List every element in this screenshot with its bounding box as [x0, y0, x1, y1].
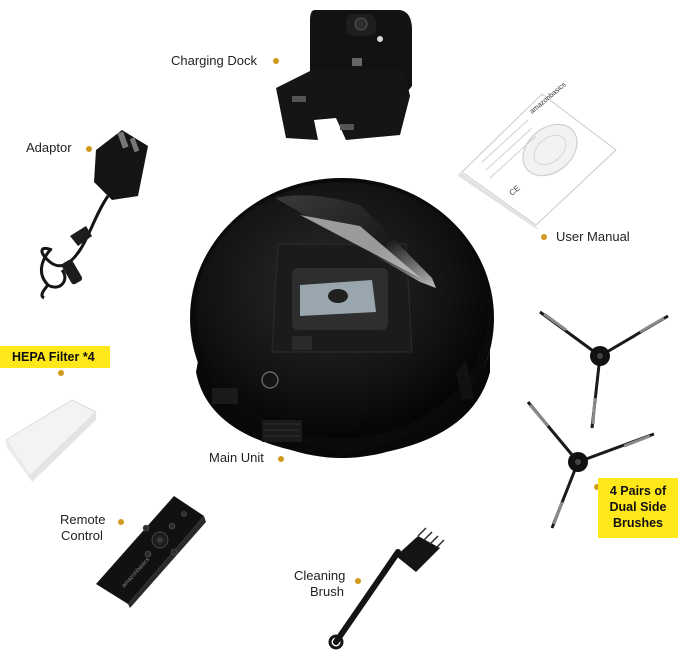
label-hepa-filter: HEPA Filter *4: [0, 346, 110, 368]
dot-hepa-filter: [58, 370, 64, 376]
side-brushes-illustration: [526, 310, 669, 529]
label-adaptor: Adaptor: [26, 140, 72, 155]
remote-control-illustration: [96, 496, 206, 608]
label-side-brushes-line1: 4 Pairs of: [609, 484, 667, 498]
side-brush-bottom: [526, 401, 655, 529]
hepa-filter-illustration: [5, 399, 97, 482]
dot-remote-control: [118, 519, 124, 525]
label-cleaning-brush-line2: Brush: [310, 584, 344, 599]
label-user-manual: User Manual: [556, 229, 630, 244]
dot-cleaning-brush: [355, 578, 361, 584]
label-side-brushes: 4 Pairs of Dual Side Brushes: [598, 478, 678, 538]
label-cleaning-brush-line1: Cleaning: [294, 568, 346, 583]
label-side-brushes-line2: Dual Side: [609, 500, 667, 514]
adaptor-illustration: [40, 130, 148, 300]
user-manual-illustration: [458, 93, 617, 230]
dot-side-brushes: [594, 484, 600, 490]
dot-user-manual: [541, 234, 547, 240]
label-remote-control-line1: Remote: [60, 512, 106, 527]
dot-charging-dock: [273, 58, 279, 64]
dot-main-unit: [278, 456, 284, 462]
label-side-brushes-line3: Brushes: [612, 516, 664, 530]
dot-adaptor: [86, 146, 92, 152]
label-remote-control-line2: Control: [61, 528, 103, 543]
charging-dock-illustration: [276, 10, 412, 140]
main-unit-illustration: [190, 178, 494, 458]
label-charging-dock: Charging Dock: [171, 53, 257, 68]
side-brush-top: [539, 310, 669, 429]
cleaning-brush-illustration: [328, 527, 445, 650]
label-main-unit: Main Unit: [209, 450, 264, 465]
